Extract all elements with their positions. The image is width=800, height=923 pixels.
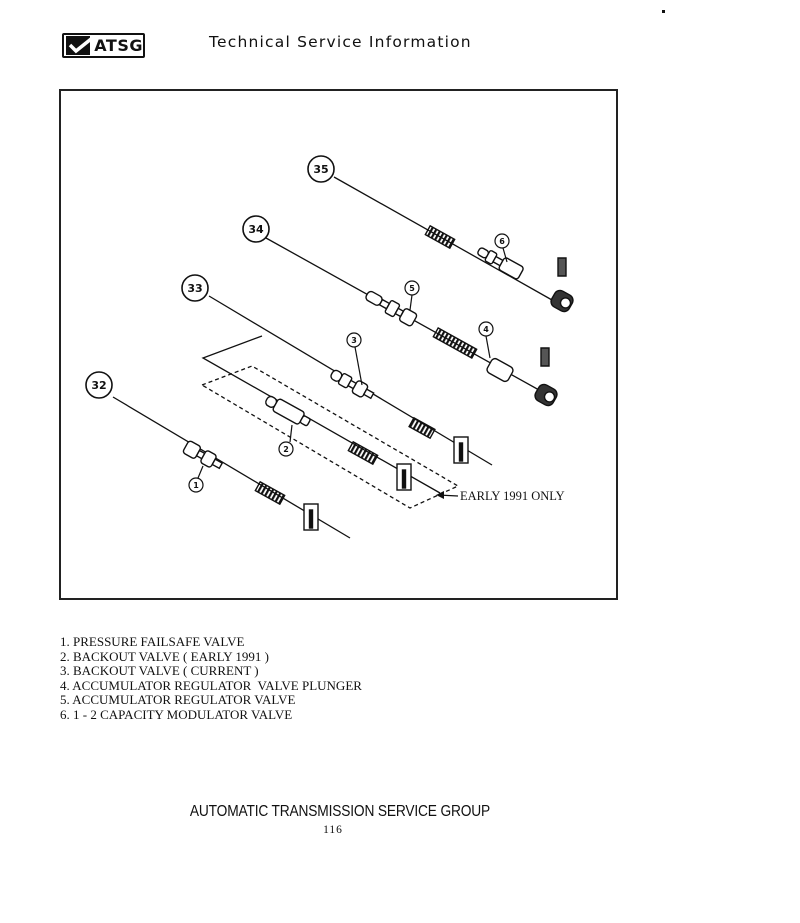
- marker-6-circle: [494, 233, 510, 249]
- callout-34-circle: [242, 215, 270, 243]
- plunger-4: [486, 357, 514, 383]
- retainer-33: [453, 436, 469, 464]
- callout-33-circle: [181, 274, 209, 302]
- callout-35-circle: [307, 155, 335, 183]
- footer-organization: AUTOMATIC TRANSMISSION SERVICE GROUP: [189, 803, 491, 820]
- retainer-35: [557, 257, 567, 277]
- plug-34: [534, 383, 558, 407]
- marker-6: 6: [499, 237, 505, 246]
- marker-4-circle: [478, 321, 494, 337]
- marker-3-circle: [346, 332, 362, 348]
- page-number: 116: [323, 824, 343, 836]
- retainer-32: [303, 503, 319, 531]
- diagram-svg: 35 34 33 32: [85, 155, 574, 539]
- spring-32: [254, 480, 286, 506]
- early-1991-box: [200, 365, 460, 509]
- marker-4: 4: [483, 325, 489, 334]
- marker-3: 3: [351, 336, 357, 345]
- valve-2: [265, 395, 311, 427]
- legend-item: 2. BACKOUT VALVE ( EARLY 1991 ): [60, 648, 269, 664]
- callout-33: 33: [187, 282, 202, 295]
- legend-item: 4. ACCUMULATOR REGULATOR VALVE PLUNGER: [60, 677, 362, 693]
- marker-2-circle: [278, 441, 294, 457]
- logo-text: ATSG: [94, 36, 143, 55]
- marker-2: 2: [283, 445, 289, 454]
- retainer-34: [540, 347, 550, 367]
- scan-speck: [662, 10, 665, 13]
- parts-legend: 1. PRESSURE FAILSAFE VALVE 2. BACKOUT VA…: [60, 634, 362, 722]
- retainer-early: [396, 463, 412, 491]
- marker-5-circle: [404, 280, 420, 296]
- callout-32: 32: [91, 379, 106, 392]
- legend-item: 6. 1 - 2 CAPACITY MODULATOR VALVE: [60, 706, 293, 722]
- page-title: Technical Service Information: [209, 33, 472, 51]
- valve-5: [365, 290, 418, 327]
- marker-1-circle: [188, 477, 204, 493]
- valve-6: [477, 247, 524, 280]
- spring-35: [424, 224, 456, 250]
- callout-34: 34: [248, 223, 264, 236]
- legend-item: 5. ACCUMULATOR REGULATOR VALVE: [60, 692, 296, 707]
- spring-34: [432, 327, 478, 359]
- callout-32-circle: [85, 371, 113, 399]
- valve-1: [182, 440, 224, 470]
- plug-35: [550, 289, 574, 313]
- marker-1: 1: [193, 481, 199, 490]
- note-arrowhead: [436, 491, 444, 499]
- valve-3: [330, 369, 375, 400]
- legend-item: 1. PRESSURE FAILSAFE VALVE: [60, 634, 245, 649]
- early-1991-note: EARLY 1991 ONLY: [460, 489, 565, 503]
- exploded-valve-diagram: 35 34 33 32: [59, 89, 618, 600]
- atsg-logo: ATSG: [62, 33, 145, 58]
- spring-early: [347, 440, 379, 466]
- callout-35: 35: [313, 163, 328, 176]
- legend-item: 3. BACKOUT VALVE ( CURRENT ): [60, 663, 259, 678]
- spring-33: [408, 416, 436, 440]
- marker-5: 5: [409, 284, 415, 293]
- checkmark-icon: [66, 36, 93, 55]
